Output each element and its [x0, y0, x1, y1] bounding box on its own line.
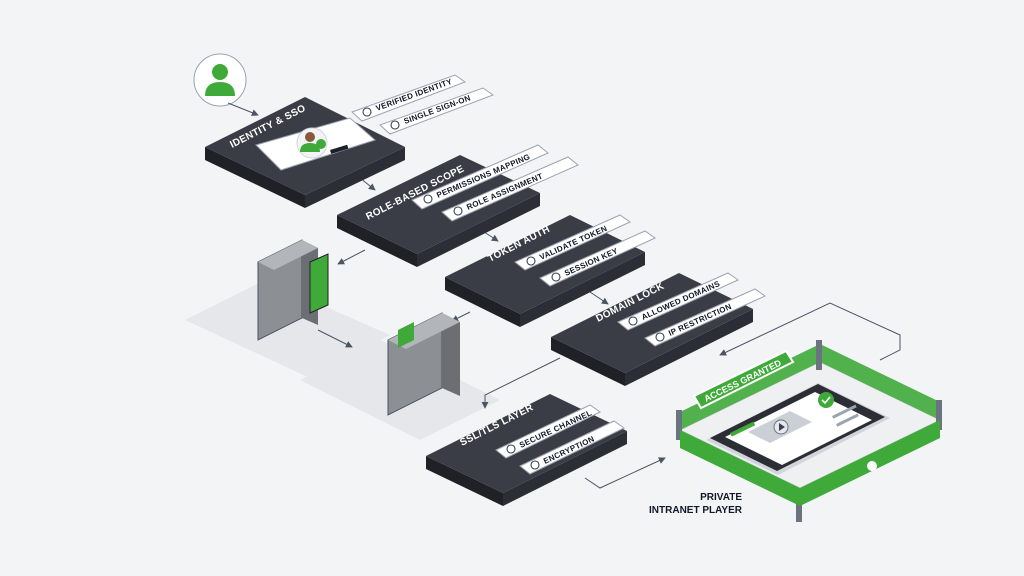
identity-block: IDENTITY & SSO — [205, 97, 405, 208]
person-icon — [362, 107, 372, 117]
arrow-user-to-identity — [227, 102, 259, 116]
identity-tag-sso: SINGLE SIGN-ON — [379, 87, 495, 135]
identity-tag-verified: VERIFIED IDENTITY — [351, 74, 467, 122]
intranet-player-screen — [706, 383, 890, 475]
floor-shadow-left — [185, 280, 390, 378]
key-icon — [551, 272, 561, 282]
check-circle-icon — [526, 256, 536, 266]
fence-post — [936, 400, 942, 430]
shield-badge-icon — [867, 461, 877, 471]
caption-line1: PRIVATE — [700, 492, 742, 503]
link-icon — [390, 120, 400, 130]
user-avatar-icon — [193, 53, 247, 107]
arrow-feedback-loop — [719, 302, 901, 361]
arrow-ssl-to-player — [584, 457, 666, 489]
gate-left — [257, 239, 329, 341]
gate-right — [387, 312, 460, 416]
caption-line2: INTRANET PLAYER — [649, 505, 743, 516]
globe-icon — [628, 316, 638, 326]
scissors-icon — [423, 194, 433, 204]
check-icon — [818, 392, 834, 408]
verified-check-icon — [316, 139, 326, 149]
identity-card — [255, 117, 376, 171]
shield-icon — [506, 444, 516, 454]
arrow-domain-to-ssl — [481, 357, 561, 409]
fence-post — [676, 410, 682, 440]
player-enclosure — [676, 340, 942, 522]
arrow-role-to-gate1 — [337, 249, 366, 265]
fence-post — [816, 340, 822, 370]
arrow-token-to-domain — [589, 291, 609, 305]
arrow-gate1-to-gate2 — [317, 329, 353, 348]
briefcase-icon — [453, 206, 463, 216]
lock-icon — [530, 460, 540, 470]
info-icon — [655, 332, 665, 342]
